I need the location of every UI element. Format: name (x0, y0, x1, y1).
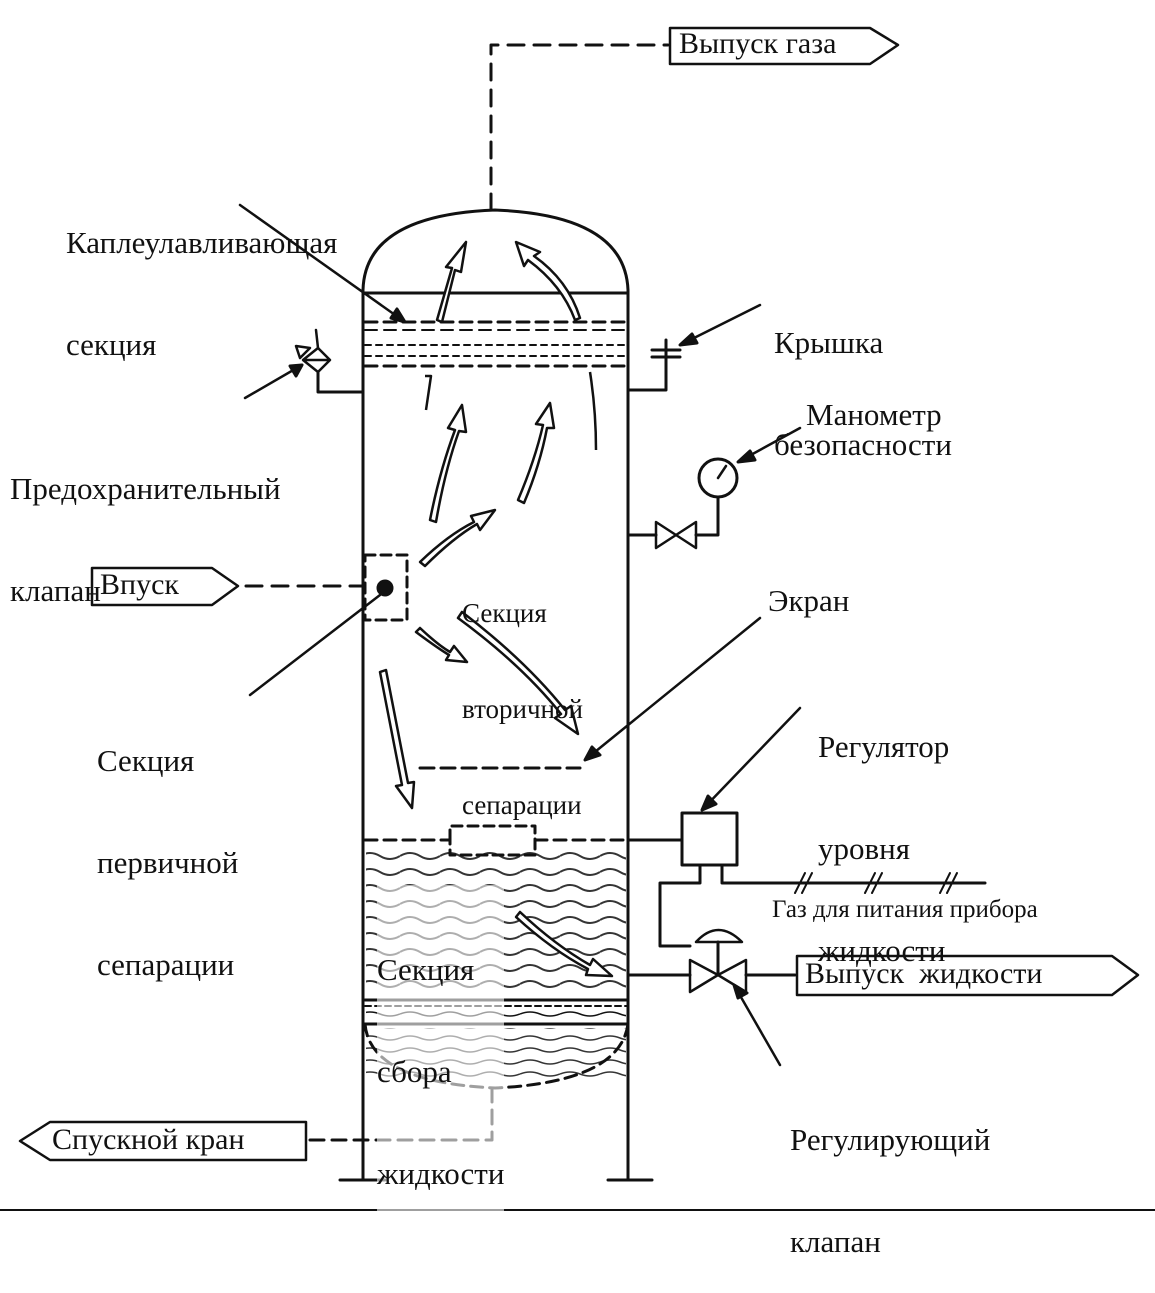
pressure-gauge-label: Манометр (806, 397, 942, 432)
relief-valve-line-1: Предохранительный (10, 471, 281, 506)
secondary-section-label: Секция вторичной сепарации (462, 533, 583, 853)
safety-head-label: Крышка безопасности (774, 258, 952, 496)
relief-valve-label: Предохранительный клапан (10, 404, 281, 642)
level-controller-label: Регулятор уровня жидкости (818, 662, 949, 1002)
mist-extractor-label: Каплеулавливающая секция (66, 158, 337, 396)
gas-outlet-tag (668, 26, 900, 66)
drain-label: Спускной кран (52, 1123, 245, 1156)
gas-outlet-label: Выпуск газа (679, 27, 837, 60)
safety-head-line-1: Крышка (774, 325, 884, 360)
safety-head (626, 348, 668, 392)
flow-arrow (514, 240, 582, 322)
gas-outlet-line (489, 43, 670, 212)
flow-arrow (418, 508, 497, 568)
baffle-label: Экран (768, 583, 850, 618)
level-controller-line-2: уровня (818, 831, 910, 866)
flow-arrow (378, 668, 416, 810)
liquid-section-line-1: Секция (377, 952, 475, 987)
liquid-section-label: Секция сбора жидкости (377, 885, 505, 1225)
secondary-line-3: сепарации (462, 790, 582, 820)
flow-arrow (516, 401, 556, 505)
control-valve-label: Регулирующий клапан (790, 1055, 990, 1293)
inlet-label: Впуск (100, 568, 179, 601)
flow-arrow (514, 910, 614, 978)
flow-arrow (588, 371, 598, 451)
flow-arrow (414, 626, 469, 664)
primary-line-1: Секция (97, 743, 195, 778)
instrument-gas-label: Газ для питания прибора (772, 896, 1038, 923)
level-controller (680, 811, 739, 867)
level-controller-line-1: Регулятор (818, 729, 950, 764)
liquid-section-line-3: жидкости (377, 1156, 505, 1191)
baffle-pointer (583, 616, 762, 762)
relief-valve (301, 346, 332, 374)
mist-extractor-line-1: Каплеулавливающая (66, 225, 338, 260)
flow-arrow (428, 403, 468, 524)
secondary-line-1: Секция (462, 598, 547, 628)
drain-tag (18, 1120, 308, 1162)
controller-pointer (700, 706, 802, 812)
flow-arrow (424, 374, 433, 411)
flow-arrow (456, 610, 580, 736)
primary-line-2: первичной (97, 845, 239, 880)
vessel-shell (361, 208, 630, 1182)
primary-line-3: сепарации (97, 947, 235, 982)
primary-pointer (248, 593, 382, 697)
liquid-outlet-tag (795, 954, 1140, 997)
relief-valve-line-2: клапан (10, 573, 101, 608)
control-valve-diaphragm (694, 928, 744, 944)
secondary-line-2: вторичной (462, 694, 583, 724)
control-valve-line-2: клапан (790, 1224, 881, 1259)
gauge-valve (654, 520, 698, 550)
liquid-outlet-label: Выпуск жидкости (805, 957, 1043, 990)
inlet-diverter (363, 553, 409, 622)
valve-pointer (732, 983, 782, 1067)
safety-head-line-2: безопасности (774, 427, 952, 462)
relief-valve-pipe (316, 370, 365, 394)
mist-extractor-pointer (238, 203, 407, 324)
level-controller-line-3: жидкости (818, 933, 946, 968)
inlet-tag (90, 566, 240, 607)
flow-arrow (435, 240, 468, 324)
mist-extractor-line-2: секция (66, 327, 157, 362)
control-valve-line-1: Регулирующий (790, 1122, 991, 1157)
pressure-gauge-icon (697, 457, 739, 499)
primary-section-label: Секция первичной сепарации (97, 676, 238, 1016)
liquid-section-line-2: сбора (377, 1054, 452, 1089)
